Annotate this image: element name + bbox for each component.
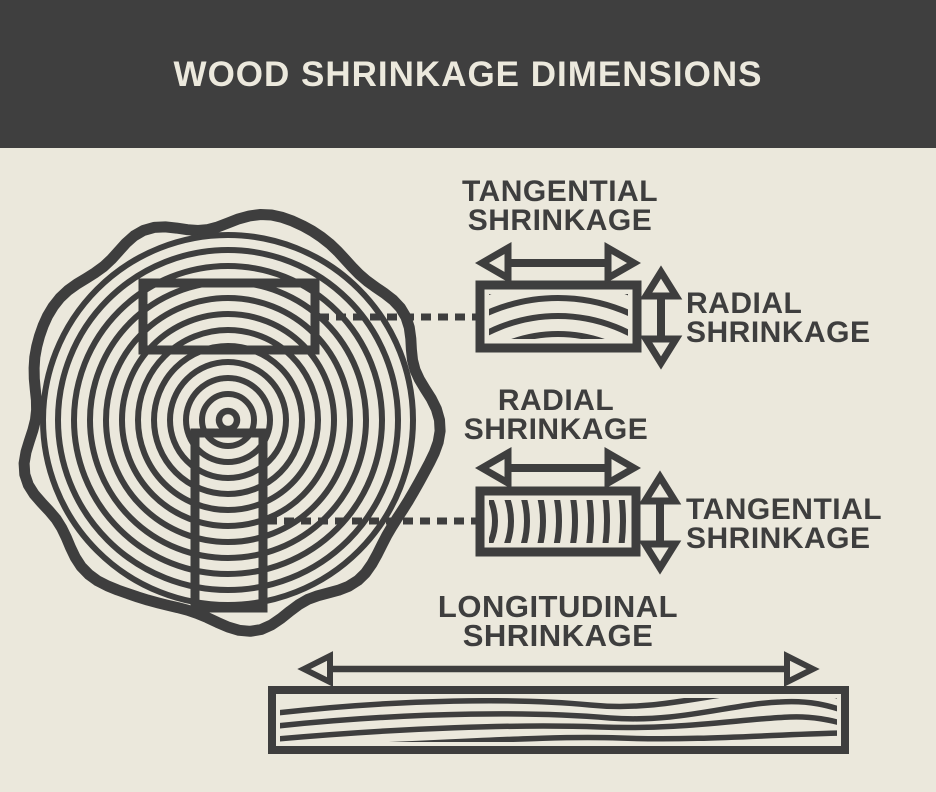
tangential-arrow-top xyxy=(474,241,642,285)
quarter-sawn-board xyxy=(475,486,641,557)
growth-ring xyxy=(199,391,257,449)
label-line: RADIAL xyxy=(497,384,615,417)
growth-ring xyxy=(135,327,321,513)
quarter-sawn-cut-outline xyxy=(190,428,268,613)
growth-ring xyxy=(151,343,305,497)
tangential-arrow-middle xyxy=(638,470,682,575)
tangential-shrinkage-label-middle: TANGENTIAL SHRINKAGE xyxy=(686,493,883,555)
tangential-shrinkage-label-top: TANGENTIAL SHRINKAGE xyxy=(410,175,710,237)
radial-arrow-top xyxy=(639,265,683,370)
flat-sawn-grain xyxy=(489,294,628,339)
longitudinal-board xyxy=(268,686,849,754)
flat-sawn-board xyxy=(475,280,642,353)
growth-ring xyxy=(103,295,353,545)
pith xyxy=(215,407,241,433)
longitudinal-grain xyxy=(280,698,837,742)
bark-outline xyxy=(18,209,446,637)
label-line: TANGENTIAL xyxy=(461,175,659,208)
label-line: SHRINKAGE xyxy=(463,413,649,446)
growth-ring xyxy=(119,311,337,529)
growth-ring xyxy=(87,279,369,561)
radial-shrinkage-label-top: RADIAL SHRINKAGE xyxy=(686,287,871,349)
page-title: WOOD SHRINKAGE DIMENSIONS xyxy=(173,54,763,94)
shrinkage-arrows xyxy=(297,241,820,687)
quarter-sawn-grain xyxy=(489,500,626,543)
header-bar: WOOD SHRINKAGE DIMENSIONS xyxy=(0,0,936,148)
label-line: SHRINKAGE xyxy=(467,204,653,237)
label-line: RADIAL xyxy=(686,287,803,320)
radial-shrinkage-label-middle: RADIAL SHRINKAGE xyxy=(406,384,706,446)
growth-ring xyxy=(55,247,401,593)
longitudinal-shrinkage-label: LONGITUDINAL SHRINKAGE xyxy=(383,589,733,653)
wood-shrinkage-diagram: TANGENTIAL SHRINKAGE RADIAL SHRINKAGE RA… xyxy=(0,148,936,792)
log-cross-section xyxy=(18,209,446,637)
label-line: TANGENTIAL xyxy=(686,493,883,526)
label-line: SHRINKAGE xyxy=(462,618,654,653)
label-line: LONGITUDINAL xyxy=(437,589,679,624)
diagram-canvas xyxy=(18,209,849,754)
growth-ring xyxy=(183,375,273,465)
flat-sawn-cut-outline xyxy=(138,278,320,355)
label-line: SHRINKAGE xyxy=(686,316,871,349)
longitudinal-arrow xyxy=(297,651,820,687)
radial-arrow-middle xyxy=(474,446,642,490)
growth-ring xyxy=(167,359,289,481)
growth-ring xyxy=(71,263,385,577)
label-line: SHRINKAGE xyxy=(686,522,871,555)
growth-ring xyxy=(40,232,416,608)
